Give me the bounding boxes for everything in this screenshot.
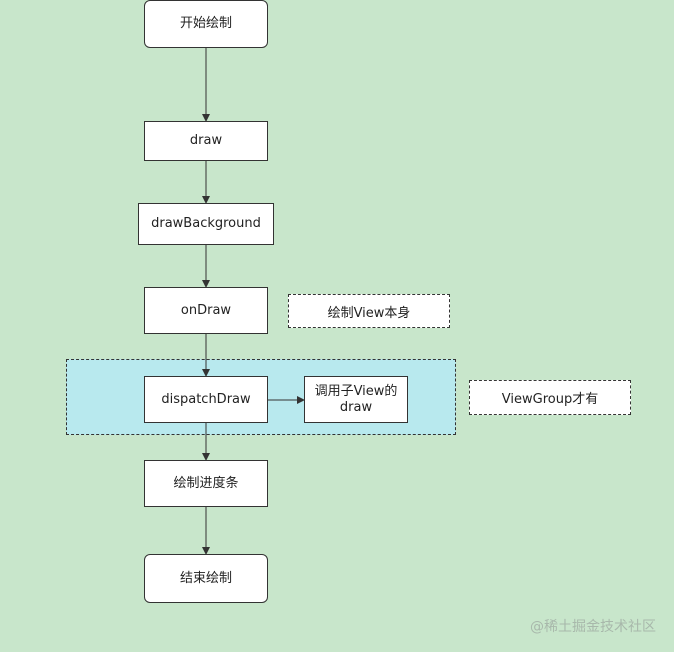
node-dispatch-draw-label: dispatchDraw [161, 391, 251, 407]
node-end: 结束绘制 [144, 554, 268, 603]
node-draw-label: draw [189, 133, 223, 148]
node-end-label: 结束绘制 [179, 570, 232, 586]
node-start-label: 开始绘制 [179, 16, 232, 31]
node-draw: draw [144, 121, 268, 161]
note-draw-view-itself-label: 绘制View本身 [327, 305, 411, 321]
node-dispatch-draw: dispatchDraw [144, 376, 268, 423]
node-draw-background: drawBackground [138, 203, 274, 245]
node-call-child-draw-line1: 调用子View的 [314, 383, 398, 399]
node-draw-background-label: drawBackground [151, 216, 261, 231]
note-draw-view-itself: 绘制View本身 [288, 294, 450, 328]
note-viewgroup-only-label: ViewGroup才有 [501, 392, 599, 407]
node-call-child-draw-line2: draw [339, 399, 373, 415]
node-on-draw: onDraw [144, 287, 268, 334]
node-start: 开始绘制 [144, 0, 268, 48]
node-draw-progress-label: 绘制进度条 [173, 475, 239, 491]
node-draw-progress: 绘制进度条 [144, 460, 268, 507]
node-on-draw-label: onDraw [180, 302, 232, 318]
node-call-child-draw: 调用子View的 draw [304, 376, 408, 423]
watermark: @稀土掘金技术社区 [530, 619, 656, 635]
note-viewgroup-only: ViewGroup才有 [469, 380, 631, 415]
